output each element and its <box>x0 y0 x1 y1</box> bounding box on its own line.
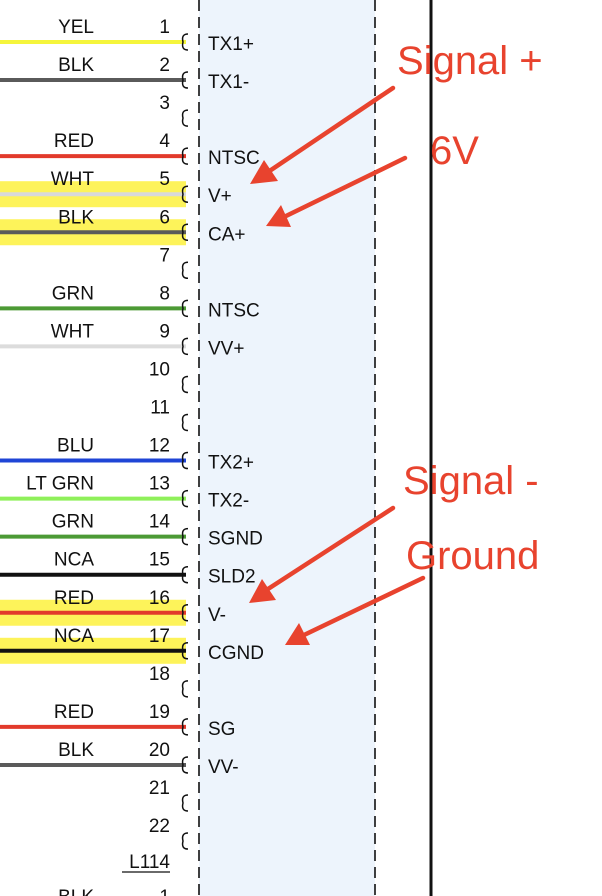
pin-number-11: 11 <box>150 398 170 419</box>
pin-contact-14 <box>181 527 189 546</box>
signal-name-pin-4: NTSC <box>208 148 260 169</box>
pin-contact-16 <box>181 604 189 622</box>
wire-color-label-pin-4: RED <box>54 131 94 152</box>
pin-number-2: 2 <box>159 55 170 76</box>
pin-contact-5 <box>181 185 189 203</box>
connector-body <box>199 0 375 896</box>
signal-name-pin-17: CGND <box>208 643 264 664</box>
wire-color-label-pin-16: RED <box>54 588 94 609</box>
pin-contact-2 <box>181 71 189 89</box>
wires <box>0 40 186 767</box>
pin-number-15: 15 <box>149 550 170 571</box>
wire-color-label-pin-1: YEL <box>58 17 94 38</box>
pin-number-20: 20 <box>149 740 170 761</box>
annotation-arrows <box>249 85 426 645</box>
pin-number-19: 19 <box>149 702 170 723</box>
wire-color-label-pin-17: NCA <box>54 626 94 647</box>
pin-contact-11 <box>181 413 189 432</box>
signal-name-pin-9: VV+ <box>208 338 244 359</box>
wire-color-label-pin-5: WHT <box>51 169 95 190</box>
annotation-6v: 6V <box>430 129 479 173</box>
wire-color-label-pin-20: BLK <box>58 740 94 761</box>
pin-contact-20 <box>181 756 189 774</box>
signal-name-pin-2: TX1- <box>208 72 249 93</box>
pin-number-7: 7 <box>159 245 170 266</box>
signal-name-pin-6: CA+ <box>208 224 246 245</box>
pin-number-5: 5 <box>159 169 170 190</box>
pin-contact-12 <box>181 451 189 470</box>
pin-contact-3 <box>181 109 189 127</box>
wire-color-label-pin-12: BLU <box>57 436 94 457</box>
pin-contact-22 <box>181 832 189 850</box>
pin-number-22: 22 <box>149 816 170 837</box>
wire-color-label-pin-6: BLK <box>58 207 94 228</box>
pin-number-21: 21 <box>149 778 170 799</box>
signal-name-pin-15: SLD2 <box>208 567 256 588</box>
wire-color-label-pin-8: GRN <box>52 283 94 304</box>
pin-number-18: 18 <box>149 664 170 685</box>
pin-number-1: 1 <box>159 17 170 38</box>
pin-contact-6 <box>181 223 189 241</box>
signal-name-pin-16: V- <box>208 605 226 626</box>
signal-name-pin-13: TX2- <box>208 491 249 512</box>
wire-color-label-pin-9: WHT <box>51 321 95 342</box>
pin-contact-1 <box>181 33 189 51</box>
pin-contact-7 <box>181 261 189 280</box>
signal-name-pin-19: SG <box>208 719 235 740</box>
pin-contact-19 <box>181 718 189 736</box>
pin-number-4: 4 <box>159 131 170 152</box>
signal-name-pin-8: NTSC <box>208 300 260 321</box>
pin-number-12: 12 <box>149 436 170 457</box>
pin-contact-21 <box>181 794 189 812</box>
next-pin-color-label: BLK <box>58 887 94 896</box>
arrow-6v <box>266 155 408 227</box>
wire-color-label-pin-15: NCA <box>54 550 94 571</box>
annotation-signal-plus: Signal + <box>397 39 543 83</box>
arrow-ground <box>285 575 426 645</box>
pin-number-17: 17 <box>149 626 170 647</box>
pin-contact-13 <box>181 489 189 508</box>
wire-color-label-pin-14: GRN <box>52 512 94 533</box>
pin-number-9: 9 <box>159 321 170 342</box>
pin-number-13: 13 <box>149 474 170 495</box>
pin-contact-15 <box>181 565 189 584</box>
connector-reference: L114 <box>129 852 170 873</box>
pin-contact-17 <box>181 642 189 660</box>
signal-name-pin-12: TX2+ <box>208 453 254 474</box>
wire-color-label-pin-19: RED <box>54 702 94 723</box>
signal-name-pin-1: TX1+ <box>208 34 254 55</box>
signal-name-pin-20: VV- <box>208 757 239 778</box>
annotation-ground: Ground <box>406 534 539 578</box>
wire-color-label-pin-13: LT GRN <box>26 474 94 495</box>
pin-number-16: 16 <box>149 588 170 609</box>
pin-number-10: 10 <box>149 359 170 380</box>
pin-number-6: 6 <box>159 207 170 228</box>
pin-number-3: 3 <box>159 93 170 114</box>
pin-number-8: 8 <box>159 283 170 304</box>
pin-list: 1YELTX1+2BLKTX1-34REDNTSC5WHTV+6BLKCA+78… <box>26 17 264 850</box>
arrow-signal-minus <box>249 505 396 603</box>
pin-contact-9 <box>181 337 189 356</box>
wire-color-label-pin-2: BLK <box>58 55 94 76</box>
pin-number-14: 14 <box>149 512 171 533</box>
annotation-signal-minus: Signal - <box>403 459 539 503</box>
signal-name-pin-5: V+ <box>208 186 232 207</box>
pin-contact-4 <box>181 147 189 165</box>
pin-contact-18 <box>181 680 189 698</box>
signal-name-pin-14: SGND <box>208 529 263 550</box>
pin-contact-10 <box>181 375 189 394</box>
pin-contact-8 <box>181 299 189 318</box>
next-pin-number: 1 <box>159 887 170 896</box>
arrow-signal-plus <box>250 85 396 184</box>
